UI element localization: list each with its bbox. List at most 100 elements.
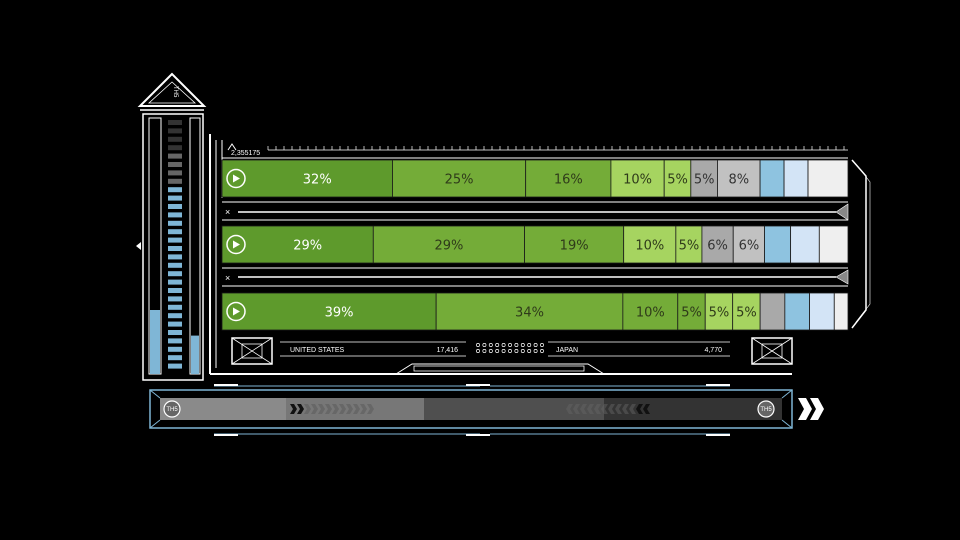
bar-segment [717, 159, 761, 198]
bar-segment-label: 32% [303, 173, 332, 188]
play-button[interactable] [226, 234, 246, 255]
chevron-right-icon [311, 404, 318, 414]
tower-right-level [191, 335, 199, 374]
chevron-right-icon [297, 404, 304, 414]
footer-dot [501, 343, 506, 347]
bar-segment-label: 5% [709, 306, 730, 321]
chevron-right-icon [367, 404, 374, 414]
tower-roof [137, 72, 207, 107]
chevron-left-icon [573, 404, 580, 414]
left-country-label: UNITED STATES [290, 347, 345, 354]
bar-segment-label: 5% [694, 173, 715, 188]
footer-dot [514, 349, 519, 353]
right-badge-icon: TH5 [757, 400, 775, 418]
ladder-rung [168, 271, 182, 277]
tower-ladder [168, 120, 182, 369]
chevron-right-icon [339, 404, 346, 414]
ladder-rung [168, 279, 182, 285]
bar-segment-label: 8% [728, 173, 749, 188]
chevron-right-icon [360, 404, 367, 414]
bar-segment [372, 225, 525, 264]
footer-dot [495, 343, 500, 347]
bar-segment-label: 5% [736, 306, 757, 321]
bar-segment [784, 292, 810, 331]
right-crossed-box-icon [751, 337, 793, 365]
tower-label: TH5 [172, 86, 178, 98]
chevron-right-icon [318, 404, 325, 414]
footer-dot [495, 349, 500, 353]
footer-dot [520, 343, 525, 347]
svg-text:TH5: TH5 [760, 407, 772, 413]
play-icon [233, 307, 240, 316]
ladder-rung [168, 237, 182, 243]
ladder-rung [168, 304, 182, 310]
ladder-rung [168, 254, 182, 260]
bar-segment [524, 225, 625, 264]
footer-dot [520, 349, 525, 353]
chevron-left-icon [601, 404, 608, 414]
play-button[interactable] [226, 168, 246, 189]
footer-dot [476, 343, 480, 347]
right-bracket [851, 159, 867, 329]
bar-segment [690, 159, 718, 198]
bar-segment [790, 225, 820, 264]
ladder-rung [168, 145, 182, 151]
stacked-bars: 32%25%16%10%5%5%8%29%29%19%10%5%6%6%39%3… [221, 159, 849, 331]
bar-segment-label: 5% [679, 239, 700, 254]
bar-segment [663, 159, 692, 198]
progress-chevrons [290, 404, 650, 414]
ladder-rung [168, 346, 182, 352]
bar-segment-label: 5% [681, 306, 702, 321]
bar-segment [833, 292, 849, 331]
left-crossed-box-icon [231, 337, 273, 365]
top-ruler [267, 146, 845, 150]
bar-row-3: 39%34%10%5%5%5% [221, 292, 849, 331]
footer-dot [533, 349, 538, 353]
bar-segment-label: 10% [636, 306, 665, 321]
bar-segment [392, 159, 527, 198]
ladder-rung [168, 178, 182, 184]
ladder-rung [168, 313, 182, 319]
ladder-rung [168, 296, 182, 302]
chevron-right-icon [353, 404, 360, 414]
chevron-left-icon [643, 404, 650, 414]
chevron-left-icon [587, 404, 594, 414]
ladder-rung [168, 363, 182, 369]
chevron-right-icon [325, 404, 332, 414]
bar-segment-label: 6% [739, 239, 760, 254]
bar-segment [759, 159, 785, 198]
ladder-rung [168, 120, 182, 125]
bar-segment [759, 292, 786, 331]
footer-dot [476, 349, 480, 353]
footer-dot [508, 343, 512, 347]
bar-segment [818, 225, 849, 264]
chevron-left-icon [622, 404, 629, 414]
bar-segment-label: 10% [635, 239, 664, 254]
chevron-right-icon [290, 404, 297, 414]
chevron-left-icon [615, 404, 622, 414]
ladder-rung [168, 212, 182, 218]
bar-segment [623, 225, 677, 264]
close-icon: × [225, 273, 230, 283]
tower-side-notch [136, 242, 141, 250]
play-button[interactable] [226, 301, 246, 322]
bar-segment-label: 25% [445, 173, 474, 188]
forward-arrows-icon[interactable] [798, 398, 824, 420]
ladder-rung [168, 170, 182, 176]
footer-dot [527, 343, 532, 347]
bar-segment [764, 225, 792, 264]
left-badge-icon: TH5 [163, 400, 181, 418]
bar-segment [701, 225, 734, 264]
footer-dot [533, 343, 538, 347]
ladder-rung [168, 338, 182, 344]
play-icon [233, 174, 240, 183]
ladder-rung [168, 246, 182, 251]
separator-track-1: × [222, 201, 849, 221]
bar-segment-label: 16% [554, 173, 583, 188]
chevron-right-icon [304, 404, 311, 414]
chevron-left-icon [594, 404, 601, 414]
chevron-right-icon [346, 404, 353, 414]
bar-segment-label: 34% [515, 306, 544, 321]
footer-dot [540, 349, 544, 353]
